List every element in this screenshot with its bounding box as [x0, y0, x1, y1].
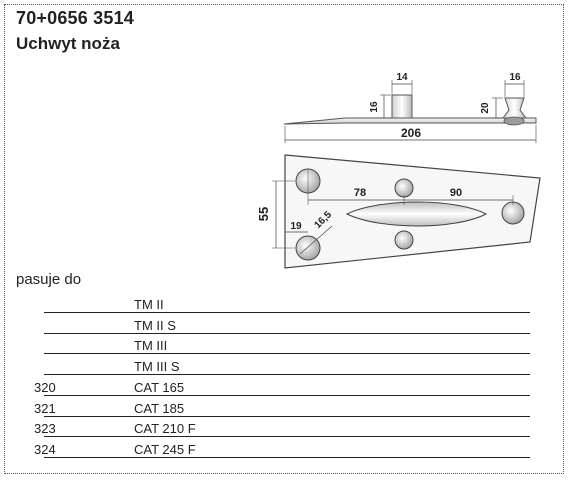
dim-offset-b: 90 — [450, 187, 462, 199]
fits-row: TM III S — [34, 355, 530, 376]
row-model: CAT 165 — [134, 379, 185, 395]
fits-row: TM III — [34, 334, 530, 355]
row-rule — [44, 312, 530, 313]
dim-height: 55 — [256, 207, 271, 221]
fits-row: 323 CAT 210 F — [34, 417, 530, 438]
hole-upper-mid — [394, 178, 414, 198]
side-knob-base — [503, 116, 525, 126]
fits-row: 320 CAT 165 — [34, 376, 530, 396]
row-model: TM II S — [134, 317, 176, 333]
fits-label: pasuje do — [16, 271, 82, 288]
fits-row: 321 CAT 185 — [34, 397, 530, 417]
row-model: CAT 185 — [134, 400, 185, 416]
dim-knob-width: 16 — [509, 72, 521, 83]
dim-hole-edge: 19 — [290, 221, 302, 232]
dim-knob-height: 20 — [480, 102, 491, 114]
side-pin — [391, 94, 413, 119]
row-model: TM III — [134, 338, 168, 354]
center-slot — [345, 201, 488, 227]
row-rule — [44, 353, 530, 355]
fits-row: TM II — [34, 293, 530, 313]
top-view: 55 78 90 19 16,5 — [256, 154, 541, 269]
row-rule — [44, 374, 530, 376]
dim-pin-height: 16 — [369, 101, 380, 113]
fits-row: 324 CAT 245 F — [34, 438, 530, 458]
side-bar — [283, 117, 537, 125]
dim-total-length: 206 — [401, 126, 421, 140]
row-number: 321 — [34, 400, 56, 416]
part-name: Uchwyt noża — [16, 34, 120, 53]
dim-offset-a: 78 — [354, 187, 366, 199]
side-knob — [502, 97, 527, 119]
dim-pin-width: 14 — [396, 72, 408, 83]
row-number: 320 — [34, 379, 56, 395]
row-number: 323 — [34, 421, 56, 437]
part-code: 70+0656 3514 — [16, 8, 135, 28]
row-rule — [44, 436, 530, 438]
row-model: CAT 210 F — [134, 421, 196, 437]
row-rule — [44, 332, 530, 334]
card-frame — [4, 4, 564, 474]
hole-lower-mid — [394, 230, 414, 250]
side-view: 14 16 16 20 206 — [283, 72, 537, 143]
row-rule — [44, 456, 530, 458]
fits-row: TM II S — [34, 314, 530, 334]
row-number: 324 — [34, 441, 56, 457]
row-rule — [44, 394, 530, 396]
row-model: CAT 245 F — [134, 441, 196, 457]
row-rule — [44, 415, 530, 417]
row-model: TM II — [134, 297, 164, 312]
hole-right — [501, 201, 525, 225]
row-model: TM III S — [134, 359, 180, 375]
